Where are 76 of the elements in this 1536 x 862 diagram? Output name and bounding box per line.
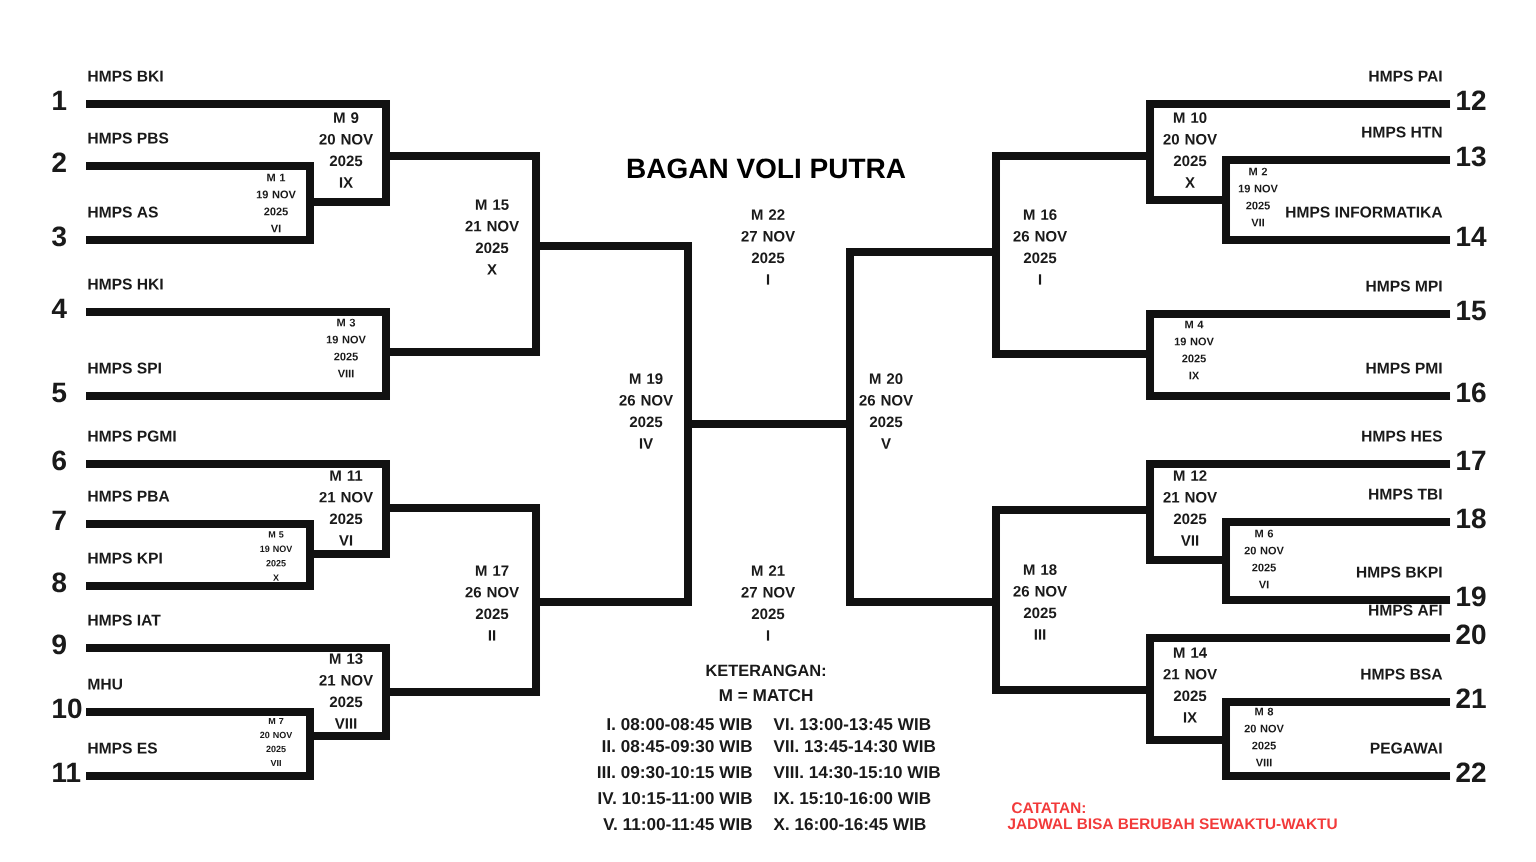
bracket-line [86,162,314,202]
time-slot: VI. 13:00-13:45 WIB [773,718,931,731]
time-slot: II. 08:45-09:30 WIB [602,740,752,753]
time-slot: V. 11:00-11:45 WIB [603,818,752,831]
seed-number: 18 [1457,508,1486,529]
bracket-line [1222,518,1450,560]
bracket-line [846,248,996,424]
seed-number: 1 [53,90,67,110]
bracket-line [1222,200,1450,244]
seed-number: 11 [53,762,81,782]
bracket-line [86,520,314,554]
time-slot: VIII. 14:30-15:10 WIB [773,766,940,779]
seed-number: 7 [52,510,66,530]
bracket-line [1146,310,1450,354]
bracket-line [1222,740,1450,780]
bracket-line [992,152,1150,252]
bracket-line [846,424,996,606]
bracket-line [1146,690,1226,744]
bracket-line [1222,560,1450,604]
bracket-line [992,506,1150,602]
bracket-line [310,508,390,558]
bracket-line [992,252,1150,358]
bracket-line [86,202,314,244]
seed-number: 13 [1457,146,1486,167]
seed-number: 9 [52,634,66,655]
bracket-line [1146,460,1450,510]
bracket-line [86,554,314,590]
seed-number: 14 [1457,226,1487,246]
bracket-line [386,504,540,602]
bracket-line [386,152,540,246]
title: BAGAN VOLI PUTRA [627,158,906,179]
key-text: M = MATCH [719,689,813,702]
bracket-line [86,460,390,508]
bracket-line [1146,510,1226,564]
bracket-line [1146,156,1226,204]
bracket-line [310,692,390,740]
bracket-line [536,242,692,424]
bracket-line [1146,354,1450,400]
seed-number: 15 [1457,300,1486,321]
time-slot: I. 08:00-08:45 WIB [607,718,752,731]
bracket-line [536,424,692,606]
bracket-line [1222,698,1450,740]
time-slot: IX. 15:10-16:00 WIB [774,792,931,805]
seed-number: 8 [52,572,67,593]
bracket-line [386,602,540,696]
seed-number: 4 [51,298,67,318]
seed-number: 3 [52,226,66,247]
bracket-line [688,420,850,428]
seed-number: 6 [52,450,66,471]
seed-number: 20 [1456,624,1486,645]
bracket-line [1146,100,1450,156]
seed-number: 10 [53,698,82,719]
bracket-line [86,708,314,736]
bracket-line [86,100,390,156]
bracket-line [86,308,390,352]
seed-number: 12 [1457,90,1486,110]
seed-number: 2 [52,152,66,172]
seed-number: 16 [1457,382,1486,403]
bracket-line [386,246,540,356]
time-slot: IV. 10:15-11:00 WIB [598,792,752,805]
seed-number: 17 [1457,450,1486,470]
seed-number: 5 [52,382,67,403]
bracket-line [310,156,390,206]
time-slot: III. 09:30-10:15 WIB [597,766,752,779]
seed-number: 22 [1456,762,1486,782]
seed-number: 19 [1457,586,1486,607]
bracket-line [1222,156,1450,200]
seed-number: 21 [1456,688,1486,708]
bracket-line [992,602,1150,694]
key-heading: KETERANGAN: [706,664,825,677]
bracket-line [86,644,390,692]
time-slot: X. 16:00-16:45 WIB [773,818,926,831]
bracket-line [86,736,314,780]
bracket-line [1146,634,1450,690]
bracket-line [86,352,390,400]
time-slot: VII. 13:45-14:30 WIB [773,740,936,753]
